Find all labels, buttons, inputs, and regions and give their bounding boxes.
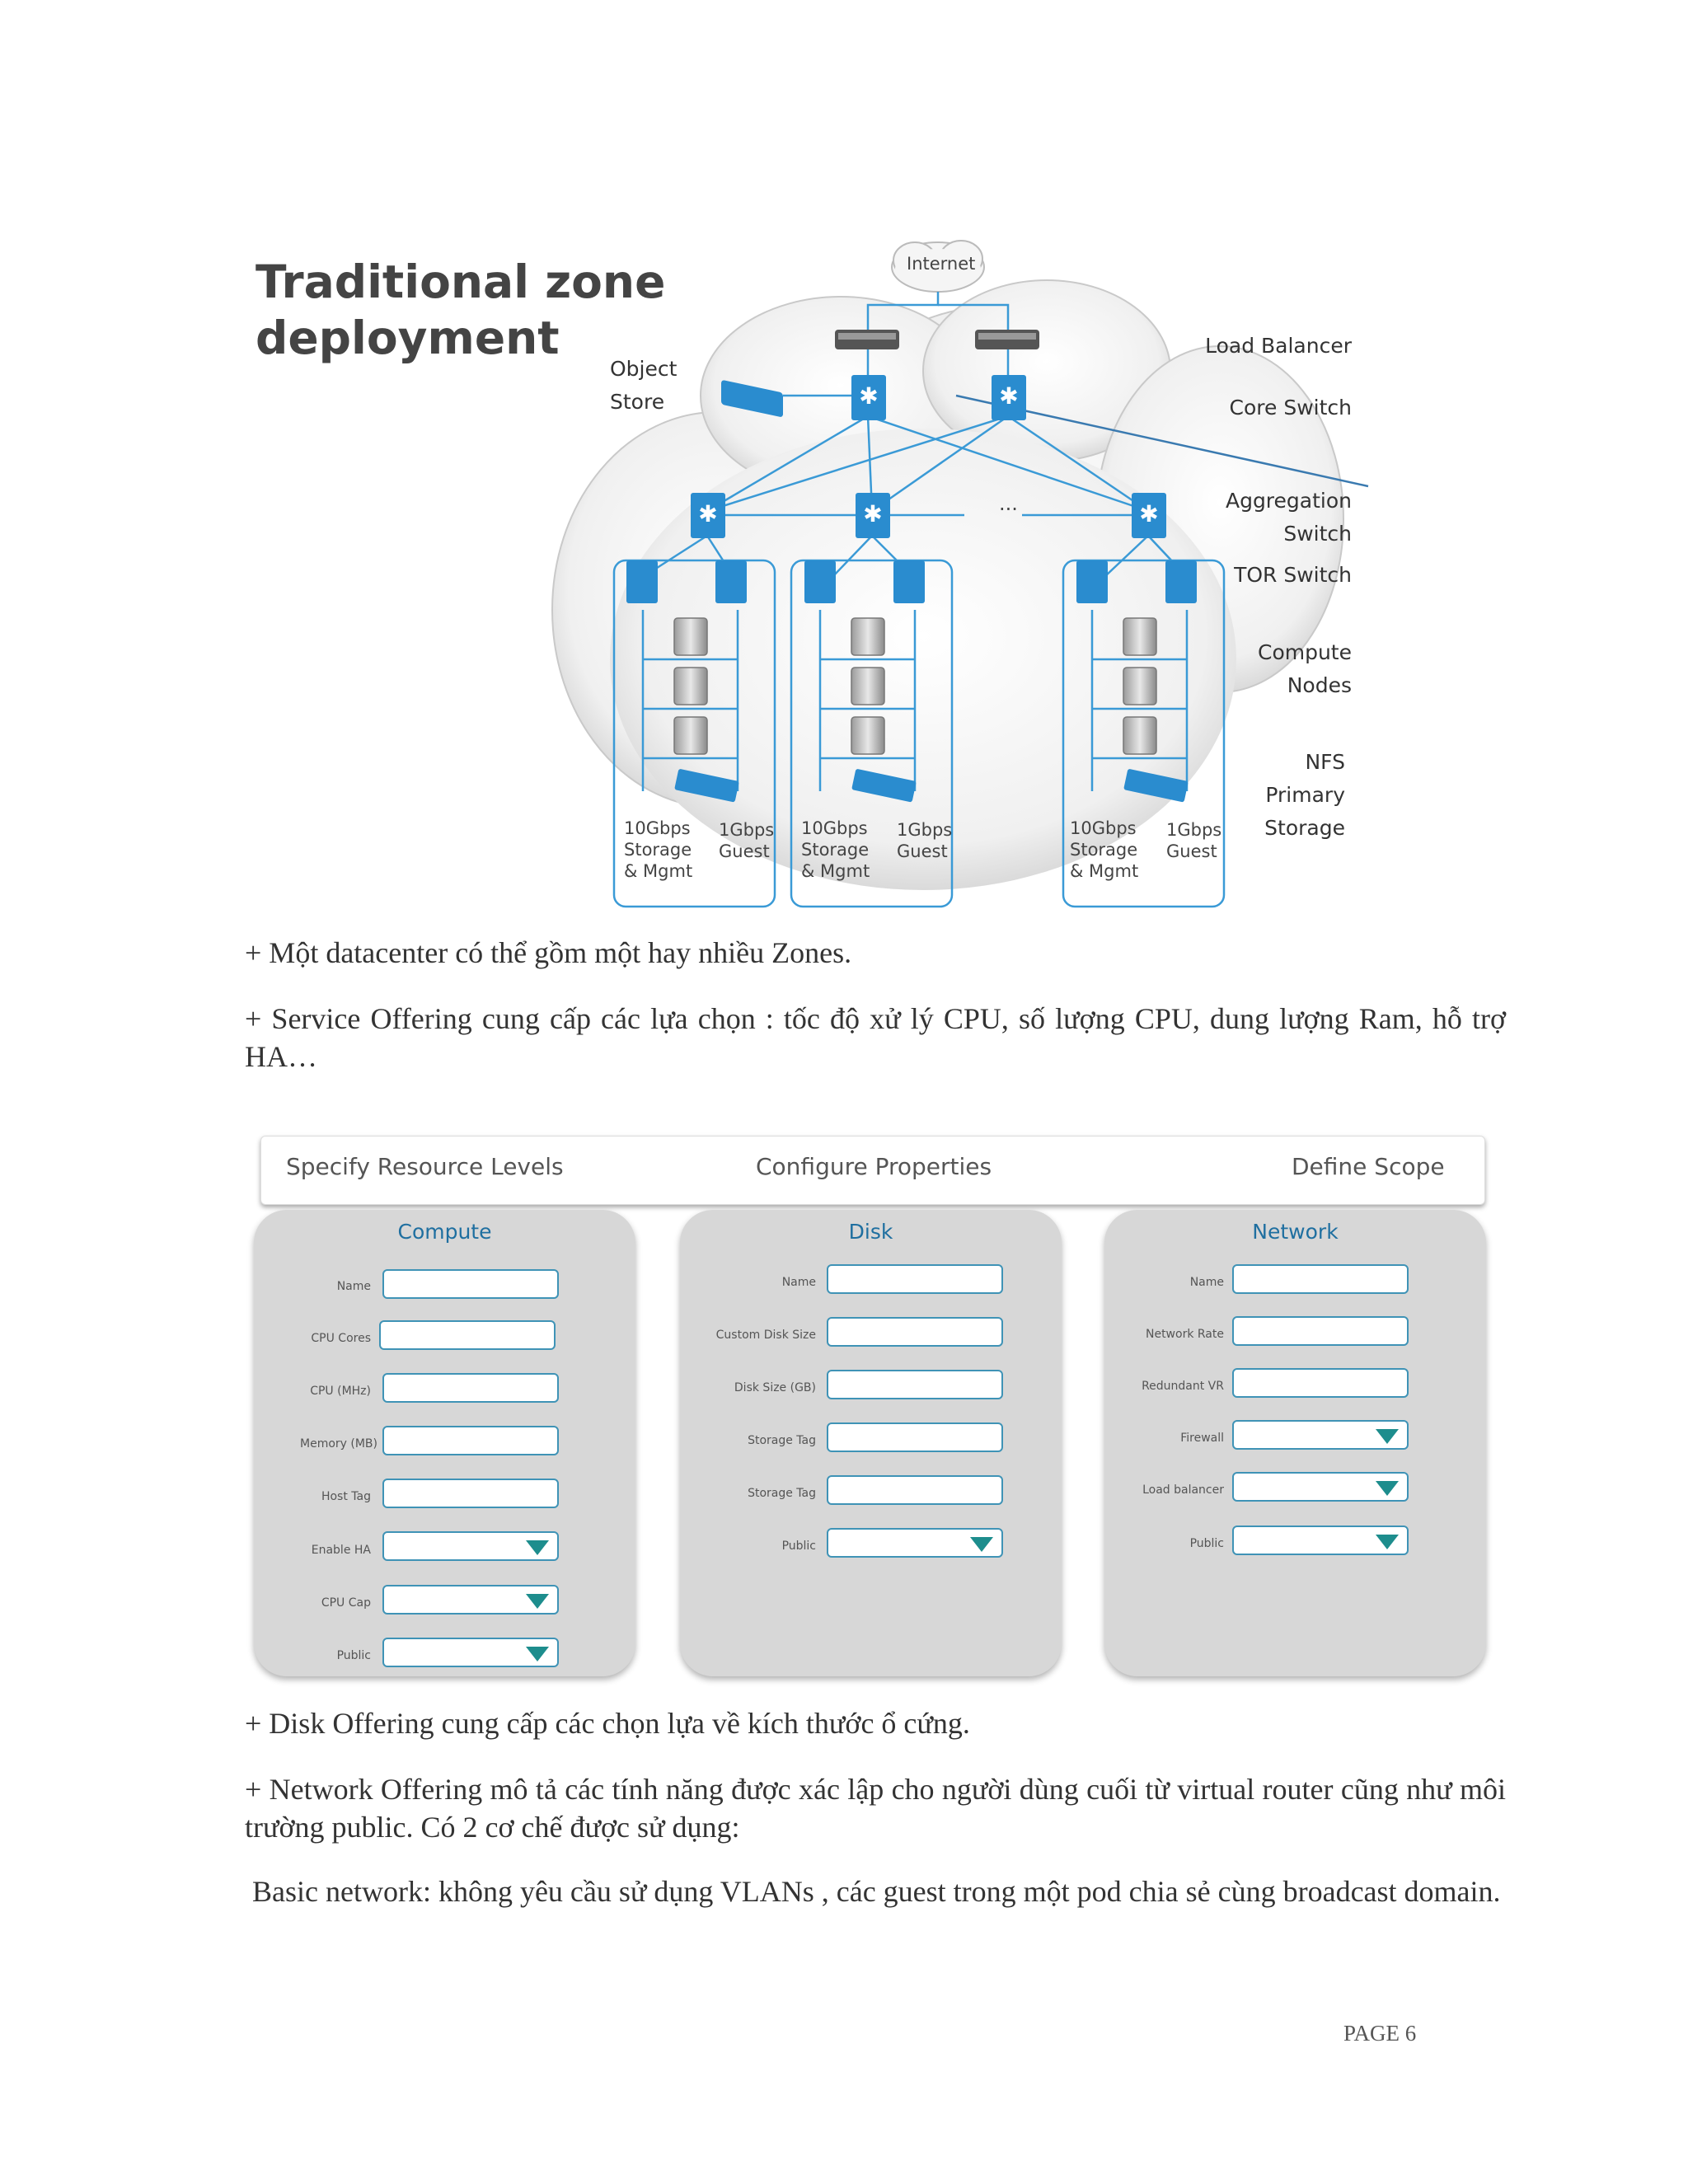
disk-panel-title: Disk <box>848 1220 893 1244</box>
paragraph-datacenter: + Một datacenter có thể gồm một hay nhiề… <box>245 936 852 969</box>
step-configure-properties[interactable]: Configure Properties <box>756 1153 992 1180</box>
chevron-down-icon <box>526 1594 549 1609</box>
aggregation-switch-icons: ✱ ✱ ✱ <box>691 493 1166 538</box>
compute-name-input[interactable] <box>382 1269 559 1299</box>
pod-racks <box>612 559 1226 908</box>
network-name-input[interactable] <box>1232 1264 1409 1294</box>
rack-shelves <box>641 610 1189 791</box>
step-specify-resource-levels[interactable]: Specify Resource Levels <box>286 1153 564 1180</box>
pod2-storage-label: 10Gbps Storage & Mgmt <box>801 818 870 881</box>
disk-label-size-gb: Disk Size (GB) <box>734 1381 816 1394</box>
network-label-load-balancer: Load balancer <box>1142 1483 1224 1497</box>
network-load-balancer-select[interactable] <box>1232 1472 1409 1502</box>
network-redundant-vr-input[interactable] <box>1232 1368 1409 1398</box>
zone-title-line1: Traditional zone <box>256 255 666 308</box>
compute-memory-input[interactable] <box>382 1426 559 1455</box>
disk-label-storage-tag-1: Storage Tag <box>748 1434 816 1447</box>
svg-text:✱: ✱ <box>859 382 878 410</box>
core-switch-icons: ✱ ✱ <box>851 375 1026 420</box>
object-store-label: Object Store <box>610 357 678 414</box>
zone-deployment-diagram: ✱ ✱ ✱ ✱ ✱ <box>551 240 1369 908</box>
network-label-name: Name <box>1189 1276 1224 1289</box>
network-rate-input[interactable] <box>1232 1316 1409 1346</box>
tor-switch-icons <box>626 560 1197 603</box>
legend-compute-nodes: Compute Nodes <box>1257 640 1352 697</box>
zone-title: Traditional zone deployment <box>256 254 665 366</box>
compute-panel-title: Compute <box>397 1220 492 1244</box>
pod3-guest-label: 1Gbps Guest <box>1166 820 1222 861</box>
svg-text:✱: ✱ <box>1139 500 1158 527</box>
compute-cpu-mhz-input[interactable] <box>382 1373 559 1403</box>
compute-cpu-cap-select[interactable] <box>382 1585 559 1615</box>
compute-label-cpu-mhz: CPU (MHz) <box>310 1385 371 1398</box>
pod1-storage-label: 10Gbps Storage & Mgmt <box>624 818 693 881</box>
disk-label-custom-size: Custom Disk Size <box>715 1329 816 1342</box>
datacenter-cloud <box>551 279 1344 890</box>
chevron-down-icon <box>970 1537 993 1552</box>
internet-cloud <box>891 240 985 293</box>
compute-label-memory: Memory (MB) <box>300 1437 377 1451</box>
compute-label-cpu-cap: CPU Cap <box>321 1596 371 1610</box>
legend-tor-switch: TOR Switch <box>1234 563 1352 587</box>
chevron-down-icon <box>1376 1481 1399 1496</box>
step-define-scope[interactable]: Define Scope <box>1292 1153 1445 1180</box>
legend-core-switch: Core Switch <box>1229 396 1352 419</box>
compute-enable-ha-select[interactable] <box>382 1531 559 1561</box>
disk-name-input[interactable] <box>827 1264 1003 1294</box>
disk-label-name: Name <box>781 1276 816 1289</box>
nfs-storage-icons <box>674 769 1189 803</box>
chevron-down-icon <box>526 1540 549 1555</box>
disk-label-storage-tag-2: Storage Tag <box>748 1487 816 1500</box>
network-label-firewall: Firewall <box>1180 1432 1224 1445</box>
compute-label-public: Public <box>336 1649 371 1662</box>
compute-node-icons <box>673 617 1157 755</box>
svg-text:✱: ✱ <box>863 500 882 527</box>
legend-aggregation-switch: Aggregation Switch <box>1225 489 1352 546</box>
compute-label-host-tag: Host Tag <box>321 1490 371 1503</box>
disk-size-gb-input[interactable] <box>827 1370 1003 1399</box>
ellipsis-label: ... <box>999 492 1018 515</box>
zone-title-line2: deployment <box>256 312 560 364</box>
disk-panel: Disk Name Custom Disk Size Disk Size (GB… <box>680 1210 1062 1676</box>
legend-nfs-storage: NFS Primary Storage <box>1264 750 1345 840</box>
disk-public-select[interactable] <box>827 1528 1003 1558</box>
internet-label: Internet <box>907 254 976 274</box>
paragraph-basic-network: Basic network: không yêu cầu sử dụng VLA… <box>245 1875 1501 1908</box>
object-store-icon <box>721 380 783 417</box>
chevron-down-icon <box>1376 1429 1399 1444</box>
compute-panel: Compute Name CPU Cores CPU (MHz) Memory … <box>254 1210 635 1676</box>
chevron-down-icon <box>1376 1535 1399 1549</box>
compute-public-select[interactable] <box>382 1638 559 1667</box>
network-label-redundant-vr: Redundant VR <box>1142 1380 1224 1393</box>
network-panel-title: Network <box>1252 1220 1339 1244</box>
paragraph-disk-offering: + Disk Offering cung cấp các chọn lựa về… <box>245 1707 970 1740</box>
network-public-select[interactable] <box>1232 1526 1409 1555</box>
compute-label-name: Name <box>336 1280 371 1293</box>
svg-text:✱: ✱ <box>698 500 717 527</box>
paragraph-service-offering: + Service Offering cung cấp các lựa chọn… <box>245 1002 1506 1073</box>
load-balancer-icons <box>835 330 1039 349</box>
compute-host-tag-input[interactable] <box>382 1479 559 1508</box>
page-number: PAGE 6 <box>1343 2021 1417 2046</box>
svg-text:✱: ✱ <box>999 382 1018 410</box>
offering-wizard-steps: Specify Resource Levels Configure Proper… <box>260 1136 1485 1205</box>
pod3-storage-label: 10Gbps Storage & Mgmt <box>1070 818 1139 881</box>
chevron-down-icon <box>526 1647 549 1661</box>
compute-label-cpu-cores: CPU Cores <box>311 1332 371 1345</box>
legend-load-balancer: Load Balancer <box>1205 334 1352 358</box>
disk-custom-size-input[interactable] <box>827 1317 1003 1347</box>
network-firewall-select[interactable] <box>1232 1420 1409 1450</box>
network-label-public: Public <box>1189 1537 1224 1550</box>
network-panel: Network Name Network Rate Redundant VR F… <box>1104 1210 1486 1676</box>
disk-storage-tag-input-2[interactable] <box>827 1475 1003 1505</box>
pod1-guest-label: 1Gbps Guest <box>719 820 775 861</box>
pod2-guest-label: 1Gbps Guest <box>897 820 953 861</box>
network-label-rate: Network Rate <box>1145 1328 1224 1341</box>
disk-storage-tag-input-1[interactable] <box>827 1422 1003 1452</box>
compute-label-enable-ha: Enable HA <box>311 1544 371 1557</box>
paragraph-network-offering: + Network Offering mô tả các tính năng đ… <box>245 1773 1506 1844</box>
disk-label-public: Public <box>781 1540 816 1553</box>
compute-cpu-cores-input[interactable] <box>379 1320 556 1350</box>
